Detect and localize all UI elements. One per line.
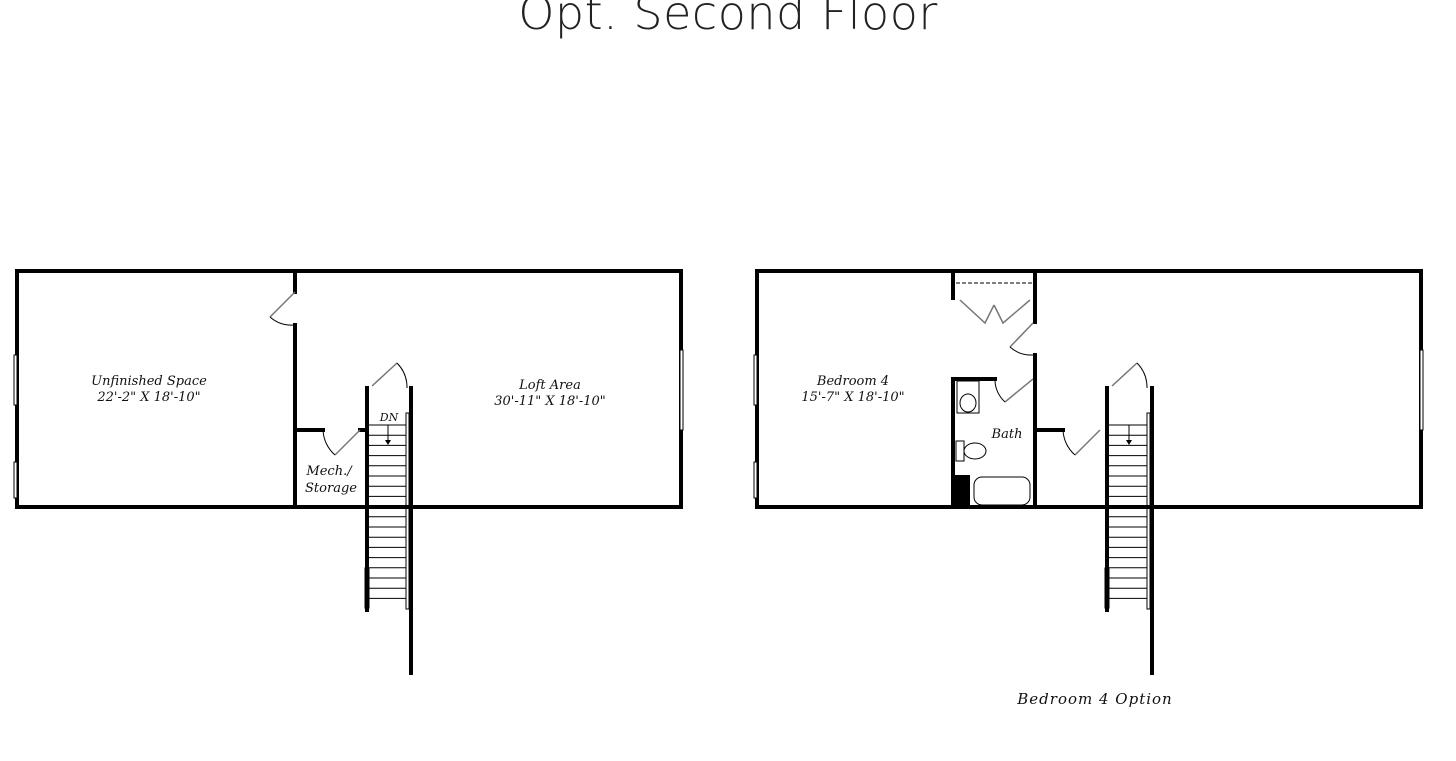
page-title: Opt. Second Floor [518,0,938,40]
stair-treads [1109,424,1147,599]
room-size-loft: 30'-11" X 18'-10" [494,394,606,409]
bifold-door [959,299,1031,325]
door [269,291,296,318]
room-name-unfinished: Unfinished Space [91,374,207,389]
window [679,349,684,431]
window [1419,349,1424,431]
plan-caption: Bedroom 4 Option [1016,690,1172,708]
exterior-walls [755,269,1423,509]
bathtub-icon [973,476,1031,506]
window [13,461,18,499]
stair-rail [1146,412,1151,610]
stair-treads [369,424,406,599]
room-name-mech: Mech./ [305,464,353,479]
floor-plan-standard: Unfinished Space 22'-2" X 18'-10" Loft A… [13,269,684,675]
room-size-bedroom4: 15'-7" X 18'-10" [801,390,904,405]
door [371,362,398,387]
stair-label: DN [379,411,399,424]
door [1074,429,1101,456]
toilet-icon [963,442,987,460]
stair-rail [405,412,410,610]
window [13,354,18,406]
room-size-unfinished: 22'-2" X 18'-10" [96,390,200,405]
window [753,354,758,406]
floor-plan-bedroom-option: Bedroom 4 15'-7" X 18'-10" Bath Bedroom … [753,269,1424,708]
room-name-bath: Bath [991,427,1023,442]
room-name-bedroom4: Bedroom 4 [816,374,889,389]
vanity [956,380,980,414]
room-name-loft: Loft Area [518,378,581,393]
window [753,461,758,499]
door [334,429,361,456]
sink-icon [959,393,977,413]
door [1009,322,1034,348]
door [1004,378,1034,403]
room-name-storage: Storage [305,481,357,496]
linen-cabinet [953,475,970,507]
door [1111,362,1138,387]
